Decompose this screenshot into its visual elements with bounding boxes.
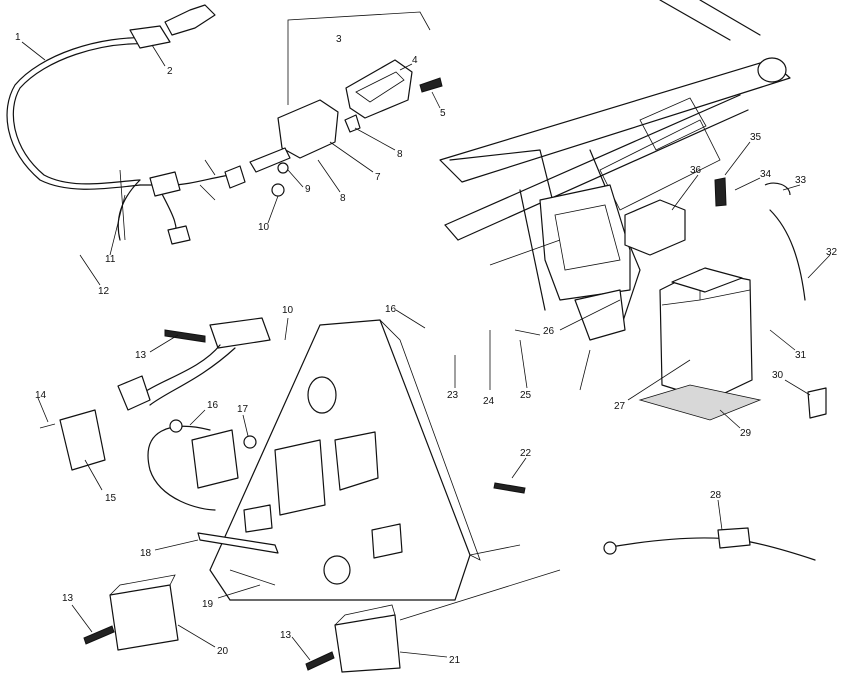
- callout-24: 24: [483, 396, 495, 407]
- callout-17: 17: [237, 404, 249, 415]
- electrical-components: [39, 317, 271, 511]
- callout-14: 14: [35, 390, 47, 401]
- callout-5: 5: [440, 108, 446, 119]
- wiring-harness: [6, 4, 246, 245]
- callout-8-lower: 8: [340, 193, 346, 204]
- callout-23: 23: [447, 390, 459, 401]
- callout-18: 18: [140, 548, 152, 559]
- callout-26: 26: [543, 326, 555, 337]
- callout-15: 15: [105, 493, 117, 504]
- callout-19: 19: [202, 599, 214, 610]
- callout-36: 36: [690, 165, 702, 176]
- callout-21: 21: [449, 655, 461, 666]
- callout-7: 7: [375, 172, 381, 183]
- callout-labels: 1 2 3 4 5 8 7 8 9 10 11 12 13 10 16 26 2…: [15, 32, 838, 666]
- callout-4: 4: [412, 55, 418, 66]
- callout-34: 34: [760, 169, 772, 180]
- callout-16-lower: 16: [207, 400, 219, 411]
- callout-3: 3: [336, 34, 342, 45]
- callout-27: 27: [614, 401, 626, 412]
- callout-30: 30: [772, 370, 784, 381]
- callout-10-upper: 10: [258, 222, 270, 233]
- callout-10-middle: 10: [282, 305, 294, 316]
- callout-29: 29: [740, 428, 752, 439]
- callout-35: 35: [750, 132, 762, 143]
- lower-brackets: [83, 574, 401, 673]
- callout-20: 20: [217, 646, 229, 657]
- tail-light-group: [249, 11, 443, 197]
- leader-lines: [21, 41, 831, 661]
- callout-12: 12: [98, 286, 110, 297]
- callout-13-lower-left: 13: [62, 593, 74, 604]
- callout-32: 32: [826, 247, 838, 258]
- callout-1: 1: [15, 32, 21, 43]
- callout-2: 2: [167, 66, 173, 77]
- callout-22: 22: [520, 448, 532, 459]
- mounting-plate: [197, 319, 561, 621]
- callout-13-upper: 13: [135, 350, 147, 361]
- battery-group: [603, 177, 827, 561]
- callout-16-upper: 16: [385, 304, 397, 315]
- callout-31: 31: [795, 350, 807, 361]
- callout-8-upper: 8: [397, 149, 403, 160]
- callout-28: 28: [710, 490, 722, 501]
- callout-25: 25: [520, 390, 532, 401]
- callout-13-lower-right: 13: [280, 630, 292, 641]
- callout-33: 33: [795, 175, 807, 186]
- callout-11: 11: [105, 254, 116, 265]
- frame-assembly: [439, 0, 791, 391]
- callout-9: 9: [305, 184, 311, 195]
